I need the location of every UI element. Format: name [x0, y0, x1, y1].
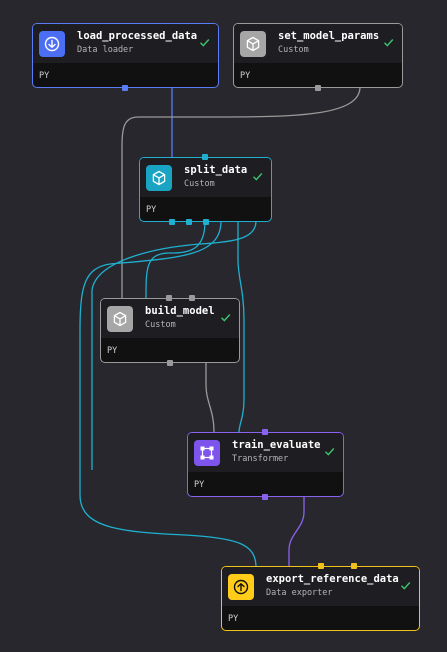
transform-icon: [194, 440, 220, 466]
block-header: train_evaluate Transformer: [188, 433, 343, 472]
block-split-data[interactable]: split_data Custom PY: [139, 157, 272, 222]
block-language: PY: [39, 71, 50, 81]
output-port[interactable]: [169, 219, 175, 225]
output-port[interactable]: [262, 494, 268, 500]
block-header: set_model_params Custom: [234, 24, 402, 63]
block-header: split_data Custom: [140, 158, 271, 197]
block-name: build_model: [145, 305, 215, 317]
output-port[interactable]: [315, 85, 321, 91]
block-train-evaluate[interactable]: train_evaluate Transformer PY: [187, 432, 344, 497]
block-export-reference-data[interactable]: export_reference_data Data exporter PY: [221, 566, 420, 631]
block-build-model[interactable]: build_model Custom PY: [100, 298, 240, 363]
edge-split-to-export: [79, 220, 257, 567]
output-port[interactable]: [186, 219, 192, 225]
block-set-model-params[interactable]: set_model_params Custom PY: [233, 23, 403, 88]
block-name: set_model_params: [278, 30, 380, 42]
block-language: PY: [194, 480, 205, 490]
check-icon: [324, 446, 335, 457]
check-icon: [220, 312, 231, 323]
block-type: Custom: [184, 179, 215, 189]
block-header: build_model Custom: [101, 299, 239, 338]
input-port[interactable]: [318, 563, 324, 569]
block-type: Data loader: [77, 45, 134, 55]
block-name: train_evaluate: [232, 439, 321, 451]
block-type: Custom: [278, 45, 309, 55]
block-name: split_data: [184, 164, 248, 176]
block-type: Transformer: [232, 454, 289, 464]
block-header: export_reference_data Data exporter: [222, 567, 419, 606]
cube-icon: [107, 306, 133, 332]
block-language: PY: [228, 614, 239, 624]
block-language: PY: [146, 205, 157, 215]
output-port[interactable]: [167, 360, 173, 366]
output-port[interactable]: [203, 219, 209, 225]
upload-icon: [228, 574, 254, 600]
check-icon: [383, 37, 394, 48]
block-header: load_processed_data Data loader: [33, 24, 218, 63]
input-port[interactable]: [189, 295, 195, 301]
edge-split-to-build: [145, 220, 206, 299]
check-icon: [199, 37, 210, 48]
edge-train-to-export: [288, 497, 305, 566]
block-load-processed-data[interactable]: load_processed_data Data loader PY: [32, 23, 219, 88]
block-type: Custom: [145, 320, 176, 330]
check-icon: [252, 171, 263, 182]
block-language: PY: [240, 71, 251, 81]
block-name: load_processed_data: [77, 30, 198, 42]
edge-build-to-train: [205, 363, 215, 433]
input-port[interactable]: [166, 295, 172, 301]
input-port[interactable]: [202, 154, 208, 160]
block-name: export_reference_data: [266, 573, 399, 585]
block-language: PY: [107, 346, 118, 356]
cube-icon: [146, 165, 172, 191]
output-port[interactable]: [122, 85, 128, 91]
download-icon: [39, 31, 65, 57]
input-port[interactable]: [262, 429, 268, 435]
block-type: Data exporter: [266, 588, 333, 598]
cube-icon: [240, 31, 266, 57]
input-port[interactable]: [351, 563, 357, 569]
check-icon: [400, 580, 411, 591]
